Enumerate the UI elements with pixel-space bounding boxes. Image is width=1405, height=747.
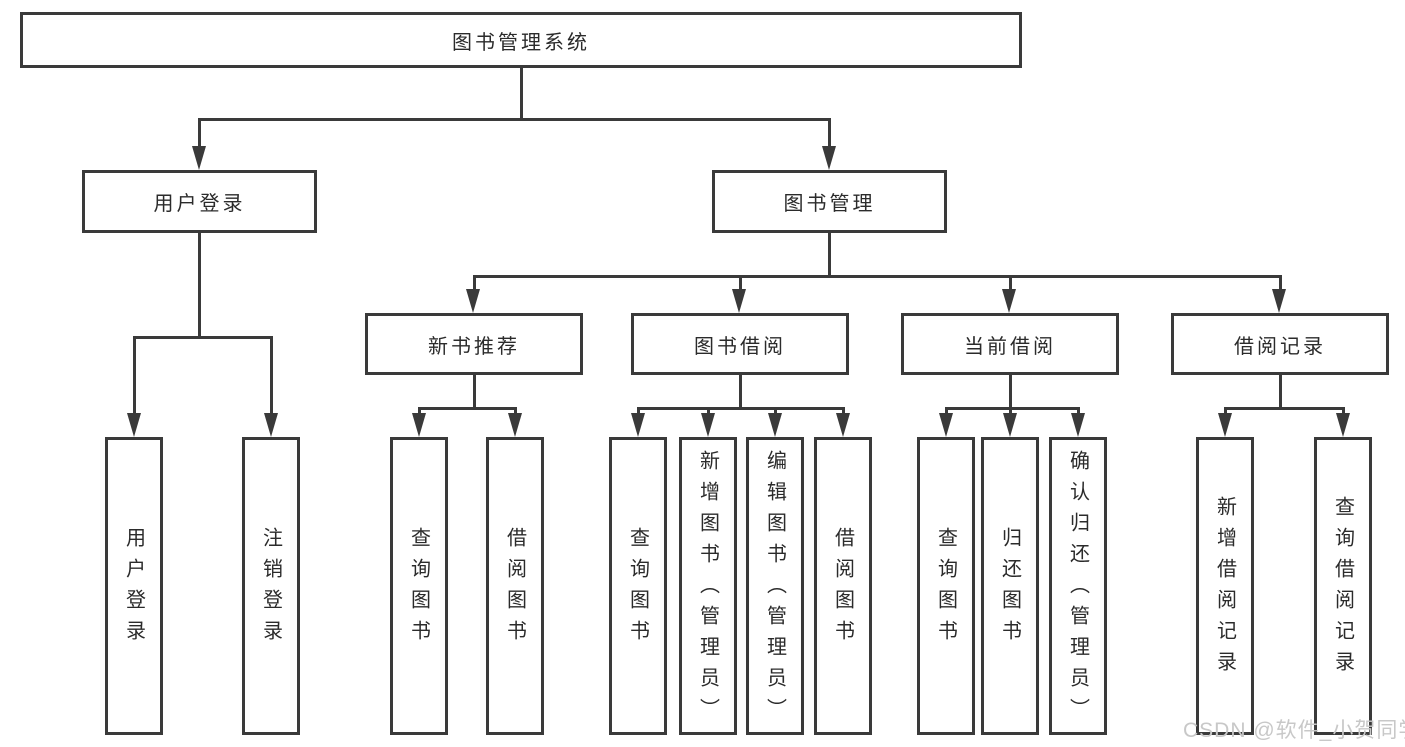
connector-line bbox=[707, 407, 710, 416]
arrow-down-icon bbox=[732, 289, 746, 313]
node-new-book-recommend: 新书推荐 bbox=[365, 313, 583, 375]
arrow-down-icon bbox=[701, 413, 715, 437]
connector-line bbox=[1279, 275, 1282, 291]
leaf-user-login: 用户登录 bbox=[105, 437, 163, 735]
connector-line bbox=[418, 407, 421, 416]
arrow-down-icon bbox=[1272, 289, 1286, 313]
connector-line bbox=[473, 375, 476, 407]
connector-line bbox=[473, 275, 1282, 278]
connector-line bbox=[1224, 407, 1345, 410]
connector-line bbox=[1077, 407, 1080, 416]
connector-line bbox=[842, 407, 845, 416]
connector-line bbox=[270, 336, 273, 415]
connector-line bbox=[739, 275, 742, 291]
connector-line bbox=[828, 118, 831, 150]
node-book-borrow: 图书借阅 bbox=[631, 313, 849, 375]
connector-line bbox=[1009, 375, 1012, 407]
arrow-down-icon bbox=[127, 413, 141, 437]
arrow-down-icon bbox=[631, 413, 645, 437]
arrow-down-icon bbox=[768, 413, 782, 437]
arrow-down-icon bbox=[939, 413, 953, 437]
leaf-cb-confirm-return-admin: 确认归还（管理员） bbox=[1049, 437, 1107, 735]
arrow-down-icon bbox=[508, 413, 522, 437]
node-borrow-record: 借阅记录 bbox=[1171, 313, 1389, 375]
arrow-down-icon bbox=[836, 413, 850, 437]
arrow-down-icon bbox=[1336, 413, 1350, 437]
arrow-down-icon bbox=[412, 413, 426, 437]
node-user-login: 用户登录 bbox=[82, 170, 317, 233]
leaf-nb-query-book: 查询图书 bbox=[390, 437, 448, 735]
connector-line bbox=[739, 375, 742, 407]
connector-line bbox=[133, 336, 272, 339]
connector-line bbox=[133, 336, 136, 415]
connector-line bbox=[520, 68, 523, 118]
connector-line bbox=[514, 407, 517, 416]
connector-line bbox=[1224, 407, 1227, 416]
node-library-management-system: 图书管理系统 bbox=[20, 12, 1022, 68]
leaf-br-add-record: 新增借阅记录 bbox=[1196, 437, 1254, 735]
arrow-down-icon bbox=[466, 289, 480, 313]
leaf-cb-return-book: 归还图书 bbox=[981, 437, 1039, 735]
connector-line bbox=[418, 407, 517, 410]
connector-line bbox=[198, 118, 831, 121]
node-book-management: 图书管理 bbox=[712, 170, 947, 233]
arrow-down-icon bbox=[1071, 413, 1085, 437]
connector-line bbox=[945, 407, 1080, 410]
leaf-bb-add-book-admin: 新增图书（管理员） bbox=[679, 437, 737, 735]
leaf-bb-edit-book-admin: 编辑图书（管理员） bbox=[746, 437, 804, 735]
leaf-cb-query-book: 查询图书 bbox=[917, 437, 975, 735]
connector-line bbox=[1279, 375, 1282, 407]
connector-line bbox=[198, 118, 201, 150]
connector-line bbox=[637, 407, 845, 410]
arrow-down-icon bbox=[1002, 289, 1016, 313]
connector-line bbox=[945, 407, 948, 416]
connector-line bbox=[1009, 407, 1012, 416]
connector-line bbox=[774, 407, 777, 416]
leaf-nb-borrow-book: 借阅图书 bbox=[486, 437, 544, 735]
arrow-down-icon bbox=[822, 146, 836, 170]
connector-line bbox=[473, 275, 476, 291]
connector-line bbox=[637, 407, 640, 416]
connector-line bbox=[198, 233, 201, 336]
arrow-down-icon bbox=[192, 146, 206, 170]
connector-line bbox=[1009, 275, 1012, 291]
leaf-logout: 注销登录 bbox=[242, 437, 300, 735]
connector-line bbox=[828, 233, 831, 275]
leaf-bb-query-book: 查询图书 bbox=[609, 437, 667, 735]
csdn-watermark: CSDN @软件_小贺同学 bbox=[1183, 719, 1405, 742]
node-current-borrow: 当前借阅 bbox=[901, 313, 1119, 375]
arrow-down-icon bbox=[1003, 413, 1017, 437]
arrow-down-icon bbox=[264, 413, 278, 437]
arrow-down-icon bbox=[1218, 413, 1232, 437]
connector-line bbox=[1342, 407, 1345, 416]
leaf-bb-borrow-book: 借阅图书 bbox=[814, 437, 872, 735]
leaf-br-query-record: 查询借阅记录 bbox=[1314, 437, 1372, 735]
